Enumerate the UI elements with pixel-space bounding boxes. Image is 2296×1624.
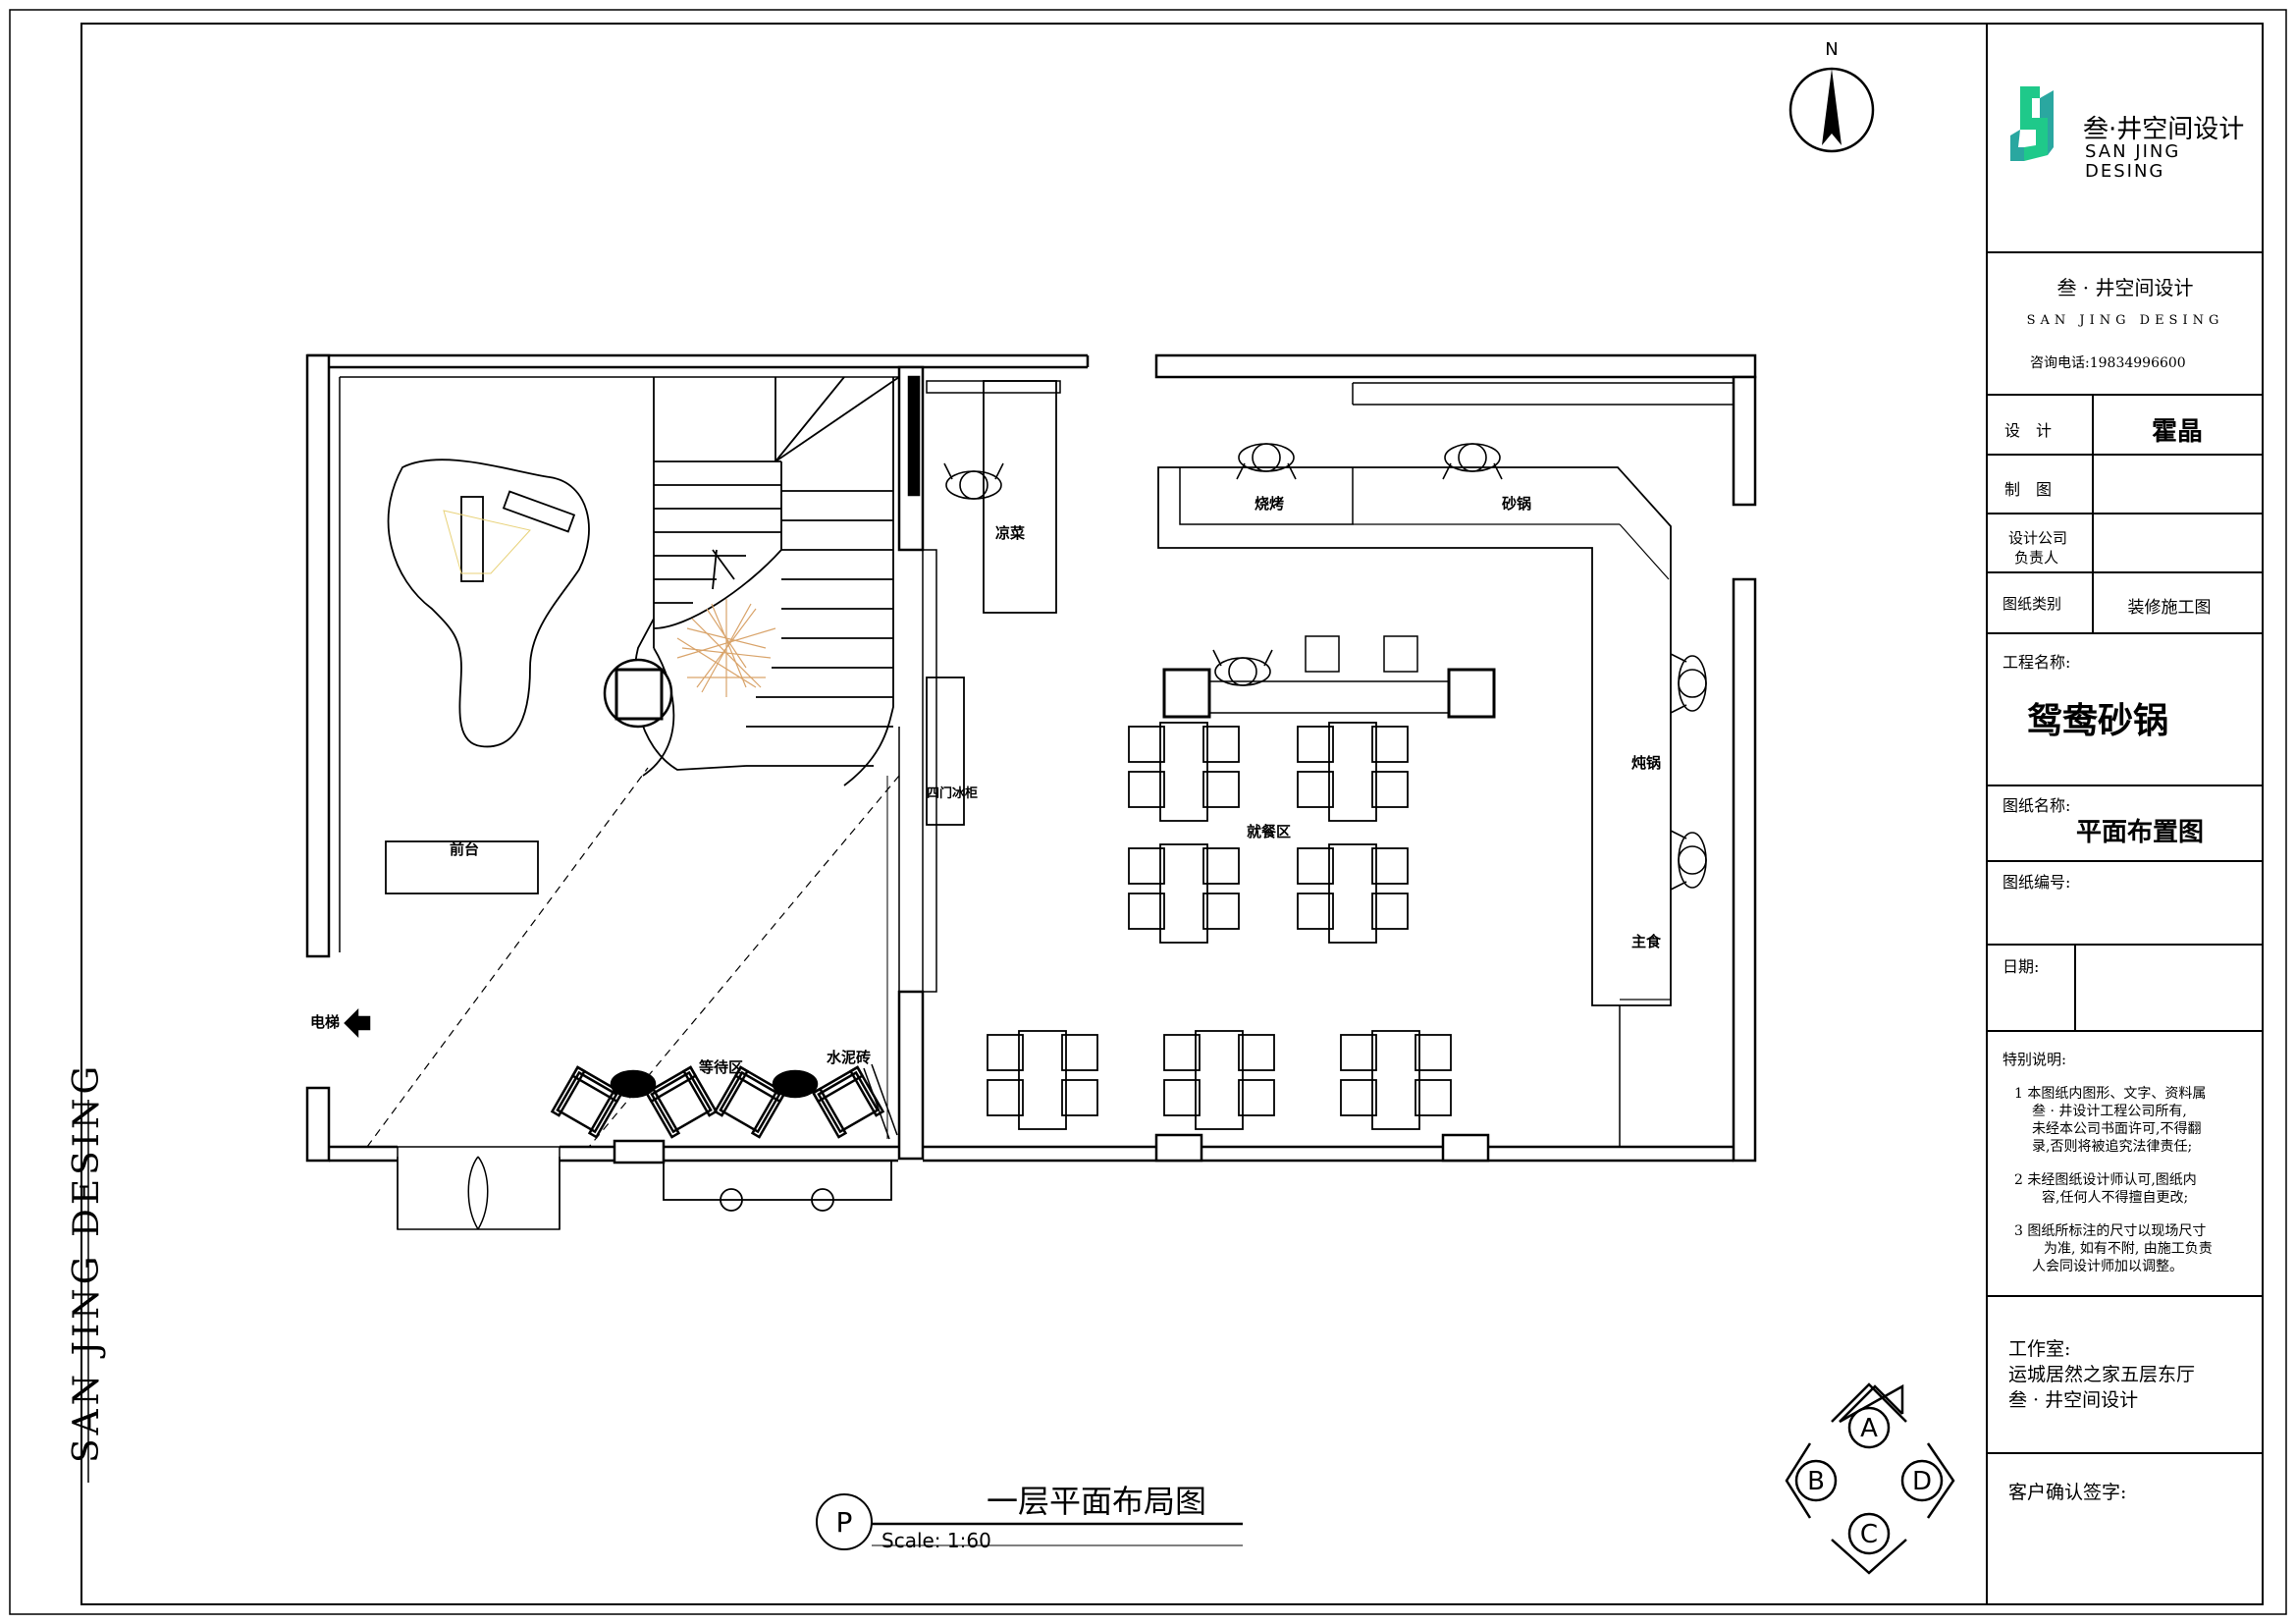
label-cement-brick: 水泥砖 xyxy=(827,1049,871,1066)
label-elevator: 电梯 xyxy=(310,1013,340,1031)
staircase xyxy=(633,376,900,786)
sheet-outer-border xyxy=(9,9,2287,1615)
logo-cn-text: 叁·井空间设计 xyxy=(2083,115,2244,144)
plan-symbol: P xyxy=(836,1506,853,1539)
owner-label-2: 负责人 xyxy=(2014,549,2058,567)
note-line: 叁 · 井设计工程公司所有, xyxy=(2032,1103,2187,1119)
sheet-inner-border xyxy=(80,23,2264,1605)
note-line: 为准, 如有不附, 由施工负责 xyxy=(2044,1241,2213,1257)
date-label: 日期: xyxy=(2002,957,2039,976)
notes-title: 特别说明: xyxy=(2002,1051,2066,1068)
note-line: 3 图纸所标注的尺寸以现场尺寸 xyxy=(2014,1223,2206,1239)
design-label: 设 计 xyxy=(2004,421,2052,440)
company-cn: 叁 · 井空间设计 xyxy=(2056,276,2193,299)
floor-plan xyxy=(305,353,1757,1230)
label-dining-area: 就餐区 xyxy=(1247,823,1291,840)
special-notes: 1 本图纸内图形、文字、资料属 叁 · 井设计工程公司所有, 未经本公司书面许可… xyxy=(2014,1086,2213,1274)
note-line: 容,任何人不得擅自更改; xyxy=(2042,1189,2188,1206)
side-brand-text: SAN JING DESING xyxy=(67,1062,107,1463)
logo-en-line1: SAN JING xyxy=(2085,141,2180,162)
view-marker-d: D xyxy=(1912,1467,1932,1496)
owner-label-1: 设计公司 xyxy=(2008,529,2067,547)
company-en: SAN JING DESING xyxy=(2027,313,2224,328)
title-block xyxy=(1986,23,2264,1605)
studio-label: 工作室: xyxy=(2008,1338,2070,1360)
label-reception: 前台 xyxy=(450,840,479,858)
dining-tables xyxy=(987,722,1452,1130)
project-label: 工程名称: xyxy=(2002,653,2070,672)
chandelier-decoration xyxy=(676,599,776,697)
decorative-island xyxy=(387,459,590,748)
chef-figures xyxy=(943,443,1707,891)
label-waiting-area: 等待区 xyxy=(699,1058,743,1076)
view-marker-c: C xyxy=(1860,1520,1878,1549)
studio-line1: 运城居然之家五层东厅 xyxy=(2008,1364,2195,1385)
note-line: 录,否则将被追究法律责任; xyxy=(2032,1139,2192,1155)
north-compass-icon: N xyxy=(1789,39,1875,153)
label-fridge: 四门冰柜 xyxy=(927,785,978,801)
drawing-value: 平面布置图 xyxy=(2076,818,2204,847)
number-label: 图纸编号: xyxy=(2002,873,2070,892)
reception-desk xyxy=(385,840,539,894)
view-direction-markers xyxy=(1785,1382,1955,1575)
label-staple-food: 主食 xyxy=(1631,933,1662,950)
note-line: 2 未经图纸设计师认可,图纸内 xyxy=(2014,1172,2197,1188)
project-value: 鸳鸯砂锅 xyxy=(2027,700,2168,741)
plan-title: 一层平面布局图 xyxy=(987,1483,1206,1520)
waiting-chairs xyxy=(550,1065,885,1139)
label-cold-dish: 凉菜 xyxy=(995,524,1025,542)
plan-title-block: P 一层平面布局图 Scale: 1:60 xyxy=(816,1483,1243,1552)
note-line: 1 本图纸内图形、文字、资料属 xyxy=(2014,1086,2206,1102)
drafting-label: 制 图 xyxy=(2004,480,2052,499)
label-bbq: 烧烤 xyxy=(1255,495,1284,513)
note-line: 人会同设计师加以调整。 xyxy=(2032,1259,2183,1274)
logo: 叁·井空间设计 SAN JING DESING xyxy=(2010,86,2244,182)
label-casserole: 砂锅 xyxy=(1502,495,1531,513)
design-value: 霍晶 xyxy=(2152,417,2203,447)
north-label: N xyxy=(1825,39,1838,60)
logo-en-line2: DESING xyxy=(2085,161,2164,182)
drawing-label: 图纸名称: xyxy=(2002,796,2070,815)
contact-phone: 咨询电话:19834996600 xyxy=(2030,355,2186,371)
category-value: 装修施工图 xyxy=(2128,598,2212,618)
elevator-arrow-icon xyxy=(344,1007,371,1039)
plan-scale: Scale: 1:60 xyxy=(881,1529,991,1552)
client-sign-label: 客户确认签字: xyxy=(2008,1482,2126,1503)
label-stew-pot: 炖锅 xyxy=(1631,754,1661,772)
view-marker-b: B xyxy=(1807,1467,1825,1496)
category-label: 图纸类别 xyxy=(2002,595,2061,613)
note-line: 未经本公司书面许可,不得翻 xyxy=(2032,1120,2201,1137)
studio-line2: 叁 · 井空间设计 xyxy=(2008,1389,2138,1411)
view-marker-a: A xyxy=(1860,1414,1878,1443)
